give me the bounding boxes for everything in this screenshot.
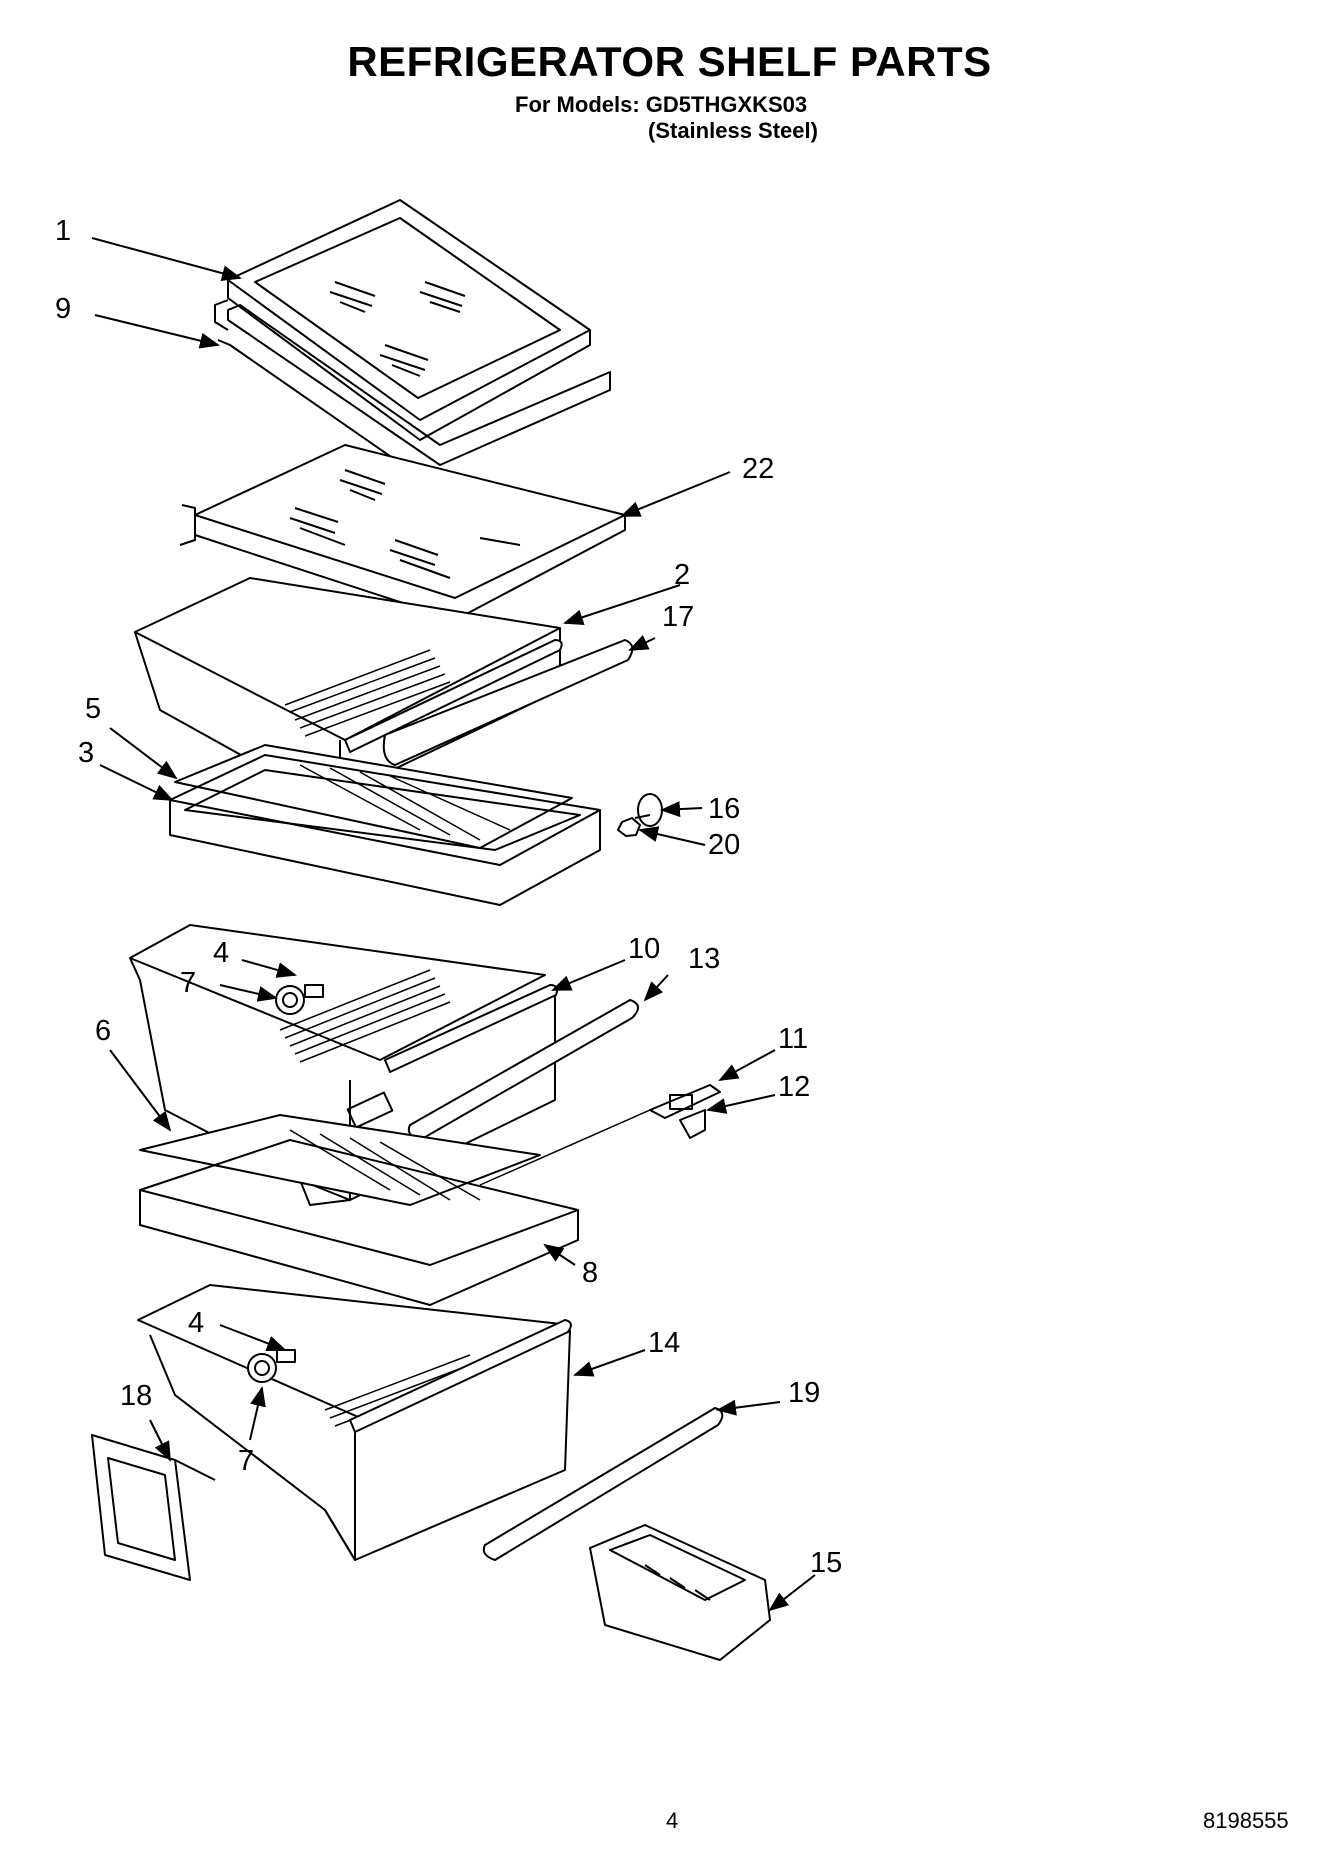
roller-16 bbox=[634, 793, 663, 827]
callout-16: 16 bbox=[708, 793, 740, 825]
drawer-cover-lower bbox=[139, 1114, 579, 1306]
clip-11 bbox=[649, 1084, 721, 1119]
callout-3: 3 bbox=[78, 737, 94, 769]
callout-5: 5 bbox=[85, 693, 101, 725]
finish-line: (Stainless Steel) bbox=[648, 118, 818, 143]
nut-20 bbox=[617, 817, 641, 837]
callout-4-lower: 4 bbox=[188, 1307, 204, 1339]
callout-19: 19 bbox=[788, 1377, 820, 1409]
crisper-drawer-middle bbox=[129, 924, 639, 1206]
callout-2: 2 bbox=[674, 559, 690, 591]
label-holder-18 bbox=[91, 1434, 216, 1581]
callout-6: 6 bbox=[95, 1015, 111, 1047]
callout-15: 15 bbox=[810, 1547, 842, 1579]
crisper-drawer-upper bbox=[134, 577, 634, 801]
page-number: 4 bbox=[666, 1808, 679, 1833]
callout-14: 14 bbox=[648, 1327, 680, 1359]
callout-9: 9 bbox=[55, 293, 71, 325]
callout-7-upper: 7 bbox=[180, 967, 196, 999]
callout-17: 17 bbox=[662, 601, 694, 633]
drawer-cover-upper bbox=[169, 744, 601, 906]
callout-1: 1 bbox=[55, 215, 71, 247]
callout-7-lower: 7 bbox=[238, 1445, 254, 1477]
top-glass-shelf bbox=[227, 199, 591, 441]
clip-12 bbox=[679, 1109, 706, 1139]
bin-15 bbox=[589, 1524, 771, 1661]
drawer-trim-19 bbox=[482, 1407, 724, 1561]
crisper-drawer-lower bbox=[137, 1284, 572, 1561]
page-title: REFRIGERATOR SHELF PARTS bbox=[347, 38, 992, 85]
callout-18: 18 bbox=[120, 1380, 152, 1412]
callout-8: 8 bbox=[582, 1257, 598, 1289]
callout-22: 22 bbox=[742, 453, 774, 485]
callout-13: 13 bbox=[688, 943, 720, 975]
callout-4-upper: 4 bbox=[213, 937, 229, 969]
callout-10: 10 bbox=[628, 933, 660, 965]
callout-20: 20 bbox=[708, 829, 740, 861]
document-number: 8198555 bbox=[1203, 1808, 1289, 1833]
callout-11: 11 bbox=[778, 1023, 808, 1055]
callout-12: 12 bbox=[778, 1071, 810, 1103]
models-line: For Models: GD5THGXKS03 bbox=[515, 92, 808, 117]
